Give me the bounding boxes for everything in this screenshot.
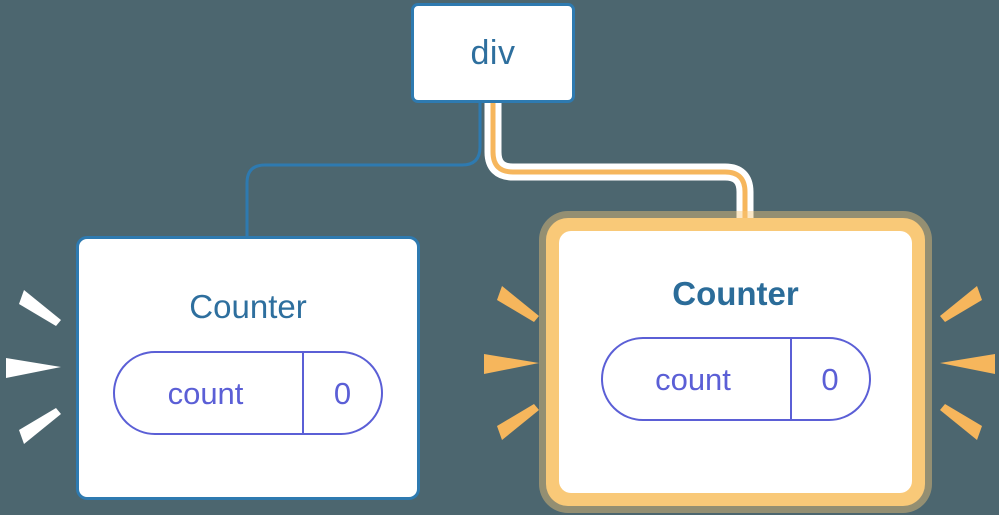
state-pill-divider [302, 353, 304, 433]
edge-div-to-counter-right [490, 103, 748, 222]
node-div[interactable]: div [411, 3, 575, 103]
state-pill-key: count [167, 375, 244, 411]
state-pill-divider [789, 339, 792, 419]
state-pill-counter-right: count 0 [600, 337, 871, 421]
node-counter-right[interactable]: Counter count 0 [559, 231, 912, 493]
sparkle-burst-white-icon [6, 290, 61, 444]
state-pill-key: count [655, 361, 731, 397]
node-counter-left[interactable]: Counter count 0 [76, 236, 420, 500]
state-pill-value: 0 [821, 361, 839, 397]
node-counter-right-title: Counter [672, 275, 799, 312]
state-pill-counter-left: count 0 [113, 351, 383, 435]
edge-div-to-counter-left [245, 103, 482, 236]
sparkle-burst-orange-left-icon [484, 286, 539, 440]
state-pill-value: 0 [333, 375, 352, 411]
node-counter-left-title: Counter [189, 288, 307, 325]
sparkle-burst-orange-right-icon [940, 286, 995, 440]
edge-halo-div-to-counter-right [484, 103, 754, 222]
node-div-title: div [470, 34, 516, 72]
node-counter-right-highlight: Counter count 0 [546, 218, 925, 506]
